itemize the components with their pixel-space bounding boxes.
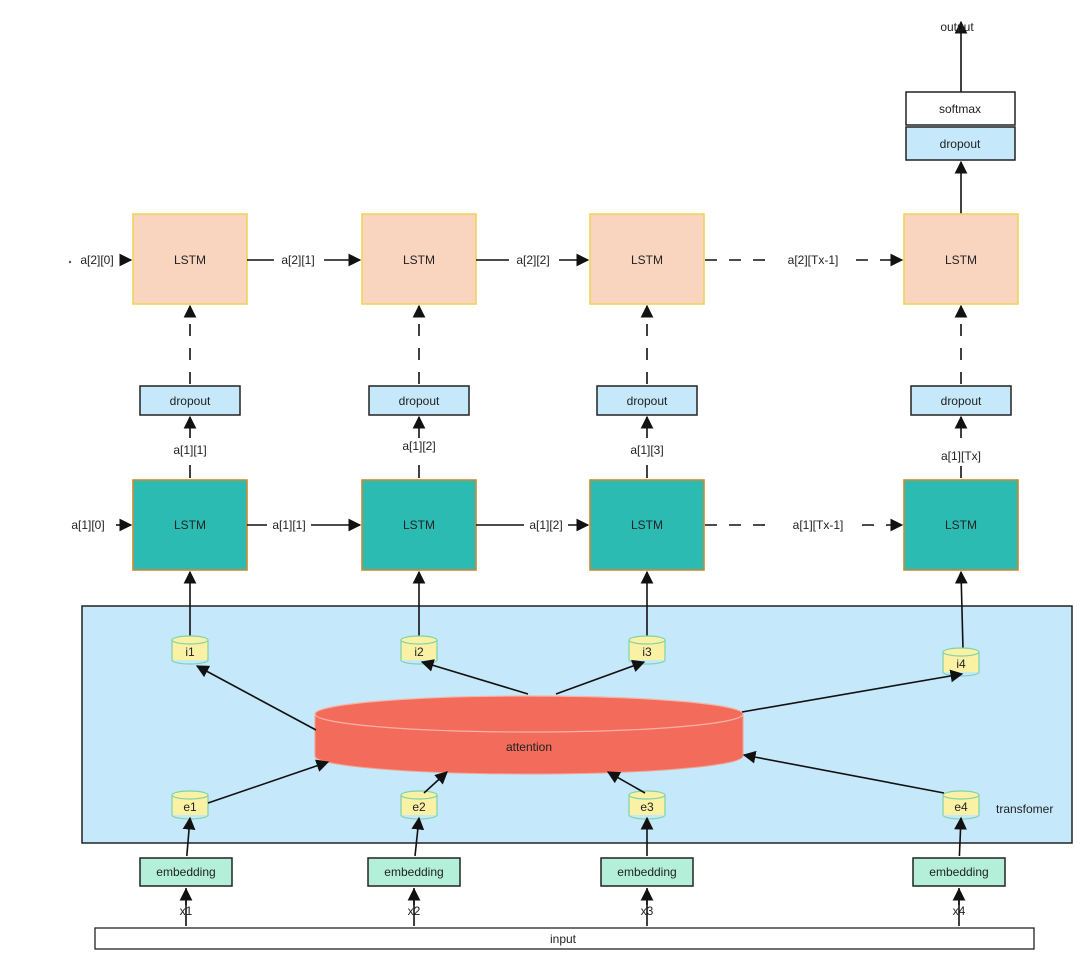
dropout-1 [139,385,241,416]
embedding-1 [139,857,233,887]
layer1-link-3: a[1][Tx-1] [793,518,844,532]
i-node-4: i4 [942,647,980,677]
lstm-bottom-1 [132,479,248,571]
e3-to-attention-arrow [606,771,646,794]
lstm-top-3-label: LSTM [631,253,663,267]
softmax-label: softmax [939,102,981,116]
layer1-output-1: a[1][1] [173,443,206,457]
top-dropout-box [905,126,1016,161]
e2-to-attention-arrow [423,771,448,794]
i-node-4-label: i4 [956,657,966,671]
lstm-bottom-4-label: LSTM [945,518,977,532]
output-label: output [940,20,974,34]
embedding-4 [912,857,1006,887]
dropout-1-label: dropout [170,394,211,408]
lstm-bottom-2 [361,479,477,571]
i-node-3-label: i3 [642,645,652,659]
embedding-2-label: embedding [384,865,443,879]
e-node-2: e2 [400,790,438,820]
embedding-2 [367,857,461,887]
top-dropout-label: dropout [940,137,981,151]
embedding-to-e-arrow-1 [182,816,196,857]
e-node-1-label: e1 [183,800,197,814]
i-node-1: i1 [171,635,209,665]
lstm-top-4 [903,213,1019,305]
i-node-1-label: i1 [185,645,195,659]
input-bar [94,927,1035,950]
attention-to-i4-arrow [741,669,964,713]
dropout-2-label: dropout [399,394,440,408]
lstm-top-3 [589,213,705,305]
embedding-3 [600,857,694,887]
e-node-3: e3 [628,790,666,820]
embedding-4-label: embedding [929,865,988,879]
attention-label: attention [506,740,552,754]
i-node-3: i3 [628,635,666,665]
layer1-link-2: a[1][2] [529,518,562,532]
layer1-link-1: a[1][1] [272,518,305,532]
e-node-2-label: e2 [412,800,426,814]
lstm-top-2-label: LSTM [403,253,435,267]
embedding-to-e-arrow-4 [954,816,967,857]
embedding-3-label: embedding [617,865,676,879]
dropout-4-label: dropout [941,394,982,408]
dropout-2 [368,385,470,416]
dropout-4 [910,385,1012,416]
dropout-3 [596,385,698,416]
layer1-output-2: a[1][2] [402,439,435,453]
softmax-box [905,91,1016,126]
input-label: input [550,932,577,946]
e4-to-attention-arrow [742,750,945,794]
attention-to-i1-arrow [195,665,317,731]
attention-block: attention [314,695,744,775]
layer1-init-label: a[1][0] [71,518,104,532]
layer2-link-2: a[2][2] [516,253,549,267]
layer2-link-3: a[2][Tx-1] [788,253,839,267]
i-to-lstm-arrow-4 [954,570,968,650]
lstm-bottom-4 [903,479,1019,571]
i-node-2: i2 [400,635,438,665]
lstm-bottom-3-label: LSTM [631,518,663,532]
e1-to-attention-arrow [207,759,330,804]
e-node-4-label: e4 [954,800,968,814]
embedding-to-e-arrow-2 [411,816,425,857]
transformer-label: transfomer [996,802,1053,816]
lstm-bottom-2-label: LSTM [403,518,435,532]
layer2-link-1: a[2][1] [281,253,314,267]
layer1-output-3: a[1][3] [630,443,663,457]
lstm-top-1 [132,213,248,305]
i-node-2-label: i2 [414,645,424,659]
lstm-top-1-label: LSTM [174,253,206,267]
lstm-bottom-3 [589,479,705,571]
attention-to-i2-arrow [420,659,529,695]
layer1-output-4: a[1][Tx] [941,449,981,463]
layer2-init-label: a[2][0] [80,253,113,267]
e-node-1: e1 [171,790,209,820]
lstm-top-4-label: LSTM [945,253,977,267]
lstm-top-2 [361,213,477,305]
e-node-3-label: e3 [640,800,654,814]
attention-to-i3-arrow [555,659,646,695]
embedding-1-label: embedding [156,865,215,879]
e-node-4: e4 [942,790,980,820]
lstm-bottom-1-label: LSTM [174,518,206,532]
layer2-init-dot [68,260,72,264]
dropout-3-label: dropout [627,394,668,408]
